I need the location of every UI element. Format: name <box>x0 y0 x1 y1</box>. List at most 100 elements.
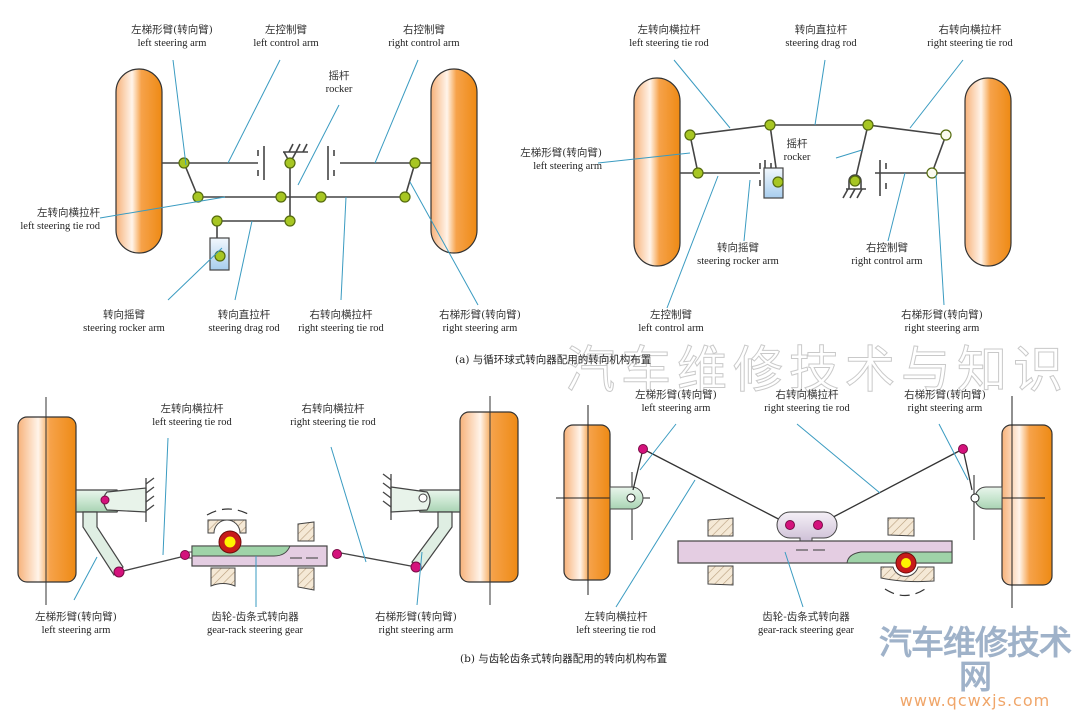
label-right-steering-arm: 右梯形臂(转向臂)right steering arm <box>904 389 986 415</box>
label-left-steering-arm: 左梯形臂(转向臂)left steering arm <box>512 147 602 173</box>
label-zh: 右转向横拉杆 <box>309 309 373 321</box>
joint <box>284 157 296 169</box>
label-zh: 转向直拉杆 <box>794 24 848 36</box>
label-en: gear-rack steering gear <box>207 625 303 636</box>
label-en: left steering arm <box>641 403 711 414</box>
label-steering-drag-rod: 转向直拉杆 steering drag rod <box>785 24 856 50</box>
right-wheel <box>964 77 1012 267</box>
leader-lines <box>597 59 964 309</box>
label-zh: 左控制臂 <box>650 309 692 321</box>
label-left-steering-tie-rod: 左转向横拉杆 left steering tie rod <box>14 207 100 233</box>
label-zh: 左梯形臂(转向臂) <box>131 24 213 36</box>
label-zh: 摇杆 <box>328 70 350 82</box>
joint <box>785 520 795 530</box>
label-en: right control arm <box>388 38 460 49</box>
label-zh: 右梯形臂(转向臂) <box>901 309 983 321</box>
label-zh: 齿轮-齿条式转向器 <box>762 611 850 623</box>
label-zh: 左转向横拉杆 <box>584 611 648 623</box>
joint <box>332 549 342 559</box>
caption-panel-a: (a) 与循环球式转向器配用的转向机构布置 <box>455 354 652 366</box>
right-wheel <box>430 68 478 254</box>
label-en: right steering tie rod <box>298 323 384 334</box>
label-en: steering drag rod <box>208 323 280 334</box>
joint <box>410 561 422 573</box>
right-wheel <box>1001 424 1053 586</box>
panel-a-left-mechanism <box>99 59 479 306</box>
left-wheel <box>115 68 163 254</box>
label-right-steering-arm: 右梯形臂(转向臂) right steering arm <box>901 309 983 335</box>
joint <box>684 129 696 141</box>
label-en: left steering tie rod <box>152 417 232 428</box>
label-en: right steering arm <box>904 323 980 334</box>
label-right-steering-tie-rod: 右转向横拉杆 right steering tie rod <box>298 309 383 335</box>
label-en: right steering arm <box>442 323 518 334</box>
caption-panel-b: (b) 与齿轮齿条式转向器配用的转向机构布置 <box>460 653 668 665</box>
label-zh: 右控制臂 <box>866 242 908 254</box>
joint <box>764 119 776 131</box>
joint <box>862 119 874 131</box>
diagram-canvas <box>17 59 1053 608</box>
label-en: left steering arm <box>41 625 111 636</box>
joint <box>849 175 861 187</box>
label-left-steering-arm: 左梯形臂(转向臂) left steering arm <box>131 24 213 50</box>
label-left-steering-arm: 左梯形臂(转向臂) left steering arm <box>35 611 117 637</box>
label-en: rocker <box>325 84 353 95</box>
label-gear-rack-steering-gear: 齿轮-齿条式转向器 gear-rack steering gear <box>207 611 303 637</box>
label-en: left steering tie rod <box>576 625 656 636</box>
label-zh: 右控制臂 <box>403 24 445 36</box>
joint <box>409 157 421 169</box>
leader-lines <box>73 437 423 607</box>
label-zh: 右转向横拉杆 <box>301 403 365 415</box>
label-zh: 转向摇臂 <box>716 242 759 254</box>
watermark: 汽车维修技术与知识 <box>565 341 1069 400</box>
label-left-steering-arm: 左梯形臂(转向臂)left steering arm <box>635 389 717 415</box>
label-en: left steering arm <box>137 38 207 49</box>
label-zh: 右梯形臂(转向臂) <box>375 611 457 623</box>
joint <box>940 129 952 141</box>
label-en: left steering tie rod <box>20 221 100 232</box>
joint <box>399 191 411 203</box>
joint <box>275 191 287 203</box>
joint <box>813 520 823 530</box>
label-en: right steering tie rod <box>764 403 850 414</box>
label-zh: 右梯形臂(转向臂) <box>439 309 521 321</box>
label-zh: 左转向横拉杆 <box>37 207 100 219</box>
joint <box>926 167 938 179</box>
label-zh: 右转向横拉杆 <box>775 389 839 401</box>
joint <box>180 550 190 560</box>
label-zh: 左梯形臂(转向臂) <box>35 611 117 623</box>
logo-text: 汽车维修技术网 <box>879 623 1072 696</box>
label-en: steering rocker arm <box>83 323 165 334</box>
label-zh: 左梯形臂(转向臂) <box>520 147 602 159</box>
label-en: steering drag rod <box>785 38 857 49</box>
label-zh: 右梯形臂(转向臂) <box>904 389 986 401</box>
logo-url: www.qcwxjs.com <box>899 691 1051 710</box>
label-right-control-arm: 右控制臂 right control arm <box>388 24 459 50</box>
joint <box>315 191 327 203</box>
label-en: left control arm <box>253 38 319 49</box>
label-en: right steering tie rod <box>927 38 1013 49</box>
joint <box>113 566 125 578</box>
label-right-steering-arm: 右梯形臂(转向臂) right steering arm <box>439 309 521 335</box>
panel-b-left-mechanism <box>17 396 519 607</box>
label-zh: 右转向横拉杆 <box>938 24 1002 36</box>
label-en: rocker <box>783 152 811 163</box>
label-right-steering-arm: 右梯形臂(转向臂) right steering arm <box>375 611 457 637</box>
label-en: right steering arm <box>378 625 454 636</box>
label-en: left steering tie rod <box>629 38 709 49</box>
label-zh: 齿轮-齿条式转向器 <box>211 611 299 623</box>
joint <box>772 176 784 188</box>
panel-b-right-mechanism <box>556 396 1053 608</box>
joint <box>100 495 110 505</box>
label-rocker: 摇杆 rocker <box>326 70 353 96</box>
